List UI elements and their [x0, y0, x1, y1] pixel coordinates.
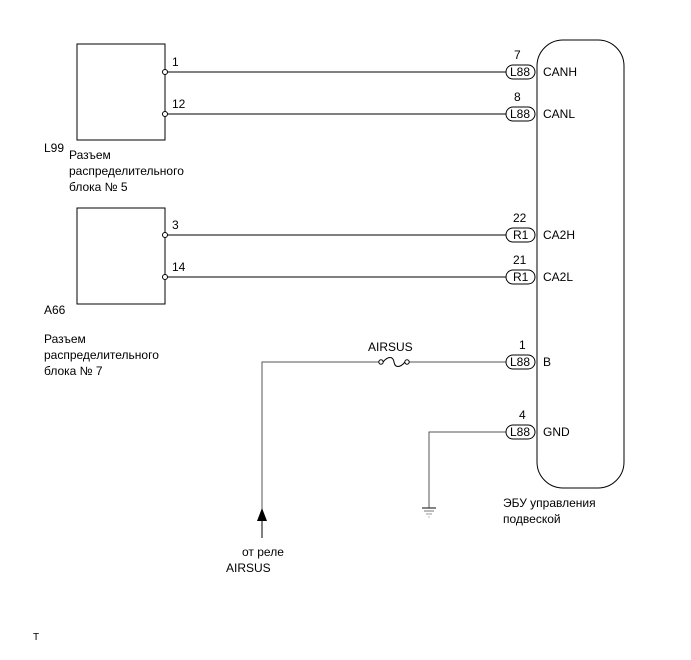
arrow-up-icon [257, 508, 267, 521]
junction-block-5-name-line-1: Разъем [69, 148, 111, 162]
pin-node [162, 274, 168, 280]
junction-block-5-name-line-3: блока № 5 [69, 180, 128, 194]
pin-label: 3 [172, 218, 179, 232]
ecu-signal: GND [543, 425, 570, 439]
junction-block-7-name-line-1: Разъем [44, 332, 86, 346]
junction-block-7-box [76, 207, 166, 305]
ecu-name-line-1: ЭБУ управления [503, 496, 596, 510]
ecu-signal: CA2L [543, 270, 573, 284]
connector-badge [505, 354, 536, 370]
wire-canh: 1 7 L88 CANH [162, 48, 577, 80]
connector-badge [505, 227, 536, 243]
ecu-signal: CA2H [543, 228, 575, 242]
connector-code: L88 [510, 65, 530, 79]
pin-node [162, 232, 168, 238]
connector-code: L88 [510, 355, 530, 369]
connector-code: L88 [510, 107, 530, 121]
fuse-label: AIRSUS [368, 340, 413, 354]
relay-source-line-2: AIRSUS [226, 561, 271, 575]
wire-ca2h: 3 22 R1 CA2H [162, 211, 575, 243]
wire-gnd: 4 L88 GND [422, 408, 570, 518]
junction-block-7-name-line-2: распределительного [44, 348, 159, 362]
connector-code: L88 [510, 425, 530, 439]
pin-label: 12 [172, 97, 186, 111]
connector-badge [505, 269, 536, 285]
pin-node [162, 111, 168, 117]
ecu-pin-number: 1 [519, 338, 526, 352]
connector-code: R1 [513, 228, 529, 242]
wire-ca2l: 14 21 R1 CA2L [162, 253, 573, 285]
footer-mark: T [33, 632, 39, 643]
ecu-pin-number: 7 [514, 48, 521, 62]
junction-block-5-box [76, 43, 166, 141]
connector-badge [505, 64, 536, 80]
wire-canl: 12 8 L88 CANL [162, 90, 575, 122]
ecu-pin-number: 8 [514, 90, 521, 104]
ecu-signal: CANL [543, 107, 575, 121]
ecu-pin-number: 4 [519, 408, 526, 422]
junction-block-7-name-line-3: блока № 7 [44, 364, 103, 378]
junction-block-7-code: A66 [44, 303, 66, 317]
ecu-signal: CANH [543, 65, 577, 79]
fuse-icon [378, 357, 410, 367]
ground-icon [422, 507, 436, 518]
pin-label: 14 [172, 260, 186, 274]
connector-code: R1 [513, 270, 529, 284]
pin-label: 1 [172, 55, 179, 69]
junction-block-5-name-line-2: распределительного [69, 164, 184, 178]
wire-b-power: AIRSUS 1 L88 B [257, 338, 551, 538]
connector-badge [505, 424, 536, 440]
ecu-signal: B [543, 355, 551, 369]
ecu-box [536, 39, 625, 489]
pin-node [162, 69, 168, 75]
junction-block-5-code: L99 [44, 141, 64, 155]
ecu-pin-number: 22 [513, 211, 527, 225]
ecu-name-line-2: подвеской [503, 512, 561, 526]
ecu-pin-number: 21 [513, 253, 527, 267]
connector-badge [505, 106, 536, 122]
relay-source-line-1: от реле [242, 545, 284, 559]
